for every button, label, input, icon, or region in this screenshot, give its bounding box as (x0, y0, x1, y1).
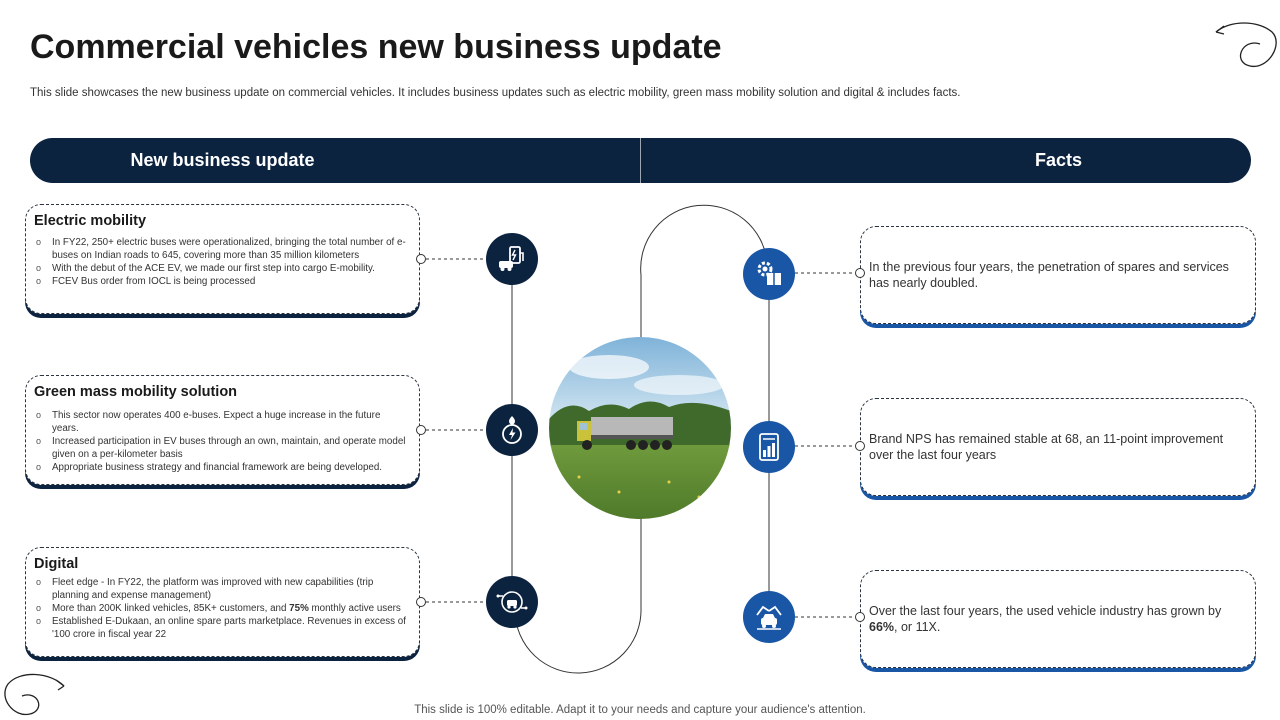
fact-text: In the previous four years, the penetrat… (869, 260, 1229, 290)
connector-dot (855, 612, 865, 622)
bullet-list: Fleet edge - In FY22, the platform was i… (34, 576, 407, 641)
fact-text-before: Over the last four years, the used vehic… (869, 604, 1222, 618)
ev-charging-icon (486, 233, 538, 285)
bullet-item: With the debut of the ACE EV, we made ou… (34, 262, 407, 275)
gear-box-icon (743, 248, 795, 300)
page-title: Commercial vehicles new business update (30, 28, 722, 66)
curved-arrow-decoration-top (1215, 22, 1277, 67)
card-title: Green mass mobility solution (34, 384, 238, 400)
bullet-item: More than 200K linked vehicles, 85K+ cus… (34, 602, 407, 615)
connector-dot (416, 425, 426, 435)
curved-arrow-decoration-bottom (4, 673, 65, 716)
used-vehicle-icon (743, 591, 795, 643)
card-title: Digital (34, 556, 79, 572)
connector-dot (855, 268, 865, 278)
bullet-list: This sector now operates 400 e-buses. Ex… (34, 409, 407, 474)
page-subtitle: This slide showcases the new business up… (30, 87, 961, 99)
header-divider (640, 138, 641, 183)
card-digital: Digital Fleet edge - In FY22, the platfo… (25, 547, 420, 657)
fact-text-after: , or 11X. (894, 620, 941, 634)
bullet-item: In FY22, 250+ electric buses were operat… (34, 236, 407, 262)
card-green-mass-mobility: Green mass mobility solution This sector… (25, 375, 420, 485)
bullet-list: In FY22, 250+ electric buses were operat… (34, 236, 407, 288)
green-energy-icon (486, 404, 538, 456)
truck-photo (549, 337, 731, 519)
bar-chart-icon (743, 421, 795, 473)
bullet-item: Increased participation in EV buses thro… (34, 435, 407, 461)
fact-text: Over the last four years, the used vehic… (869, 603, 1237, 635)
bullet-item: Established E-Dukaan, an online spare pa… (34, 615, 407, 641)
bullet-item: FCEV Bus order from IOCL is being proces… (34, 275, 407, 288)
fact-bold-value: 66% (869, 620, 895, 634)
bullet-item: Appropriate business strategy and financ… (34, 461, 407, 474)
connector-dot (855, 441, 865, 451)
fact-card-spares: In the previous four years, the penetrat… (860, 226, 1256, 324)
footer-note: This slide is 100% editable. Adapt it to… (414, 704, 866, 716)
bullet-bold-value: 75% (289, 603, 309, 614)
card-electric-mobility: Electric mobility In FY22, 250+ electric… (25, 204, 420, 314)
fact-card-brand-nps: Brand NPS has remained stable at 68, an … (860, 398, 1256, 496)
connector-dot (416, 254, 426, 264)
header-new-business-update: New business update (130, 150, 315, 170)
card-title: Electric mobility (34, 213, 147, 229)
fact-card-used-vehicle: Over the last four years, the used vehic… (860, 570, 1256, 668)
bullet-text: More than 200K linked vehicles, 85K+ cus… (52, 603, 290, 614)
connector-dot (416, 597, 426, 607)
fact-text: Brand NPS has remained stable at 68, an … (869, 432, 1224, 462)
bullet-text-tail: monthly active users (308, 603, 401, 614)
bullet-item: Fleet edge - In FY22, the platform was i… (34, 576, 407, 602)
bullet-item: This sector now operates 400 e-buses. Ex… (34, 409, 407, 435)
header-facts: Facts (1034, 150, 1083, 170)
digital-vehicle-icon (486, 576, 538, 628)
